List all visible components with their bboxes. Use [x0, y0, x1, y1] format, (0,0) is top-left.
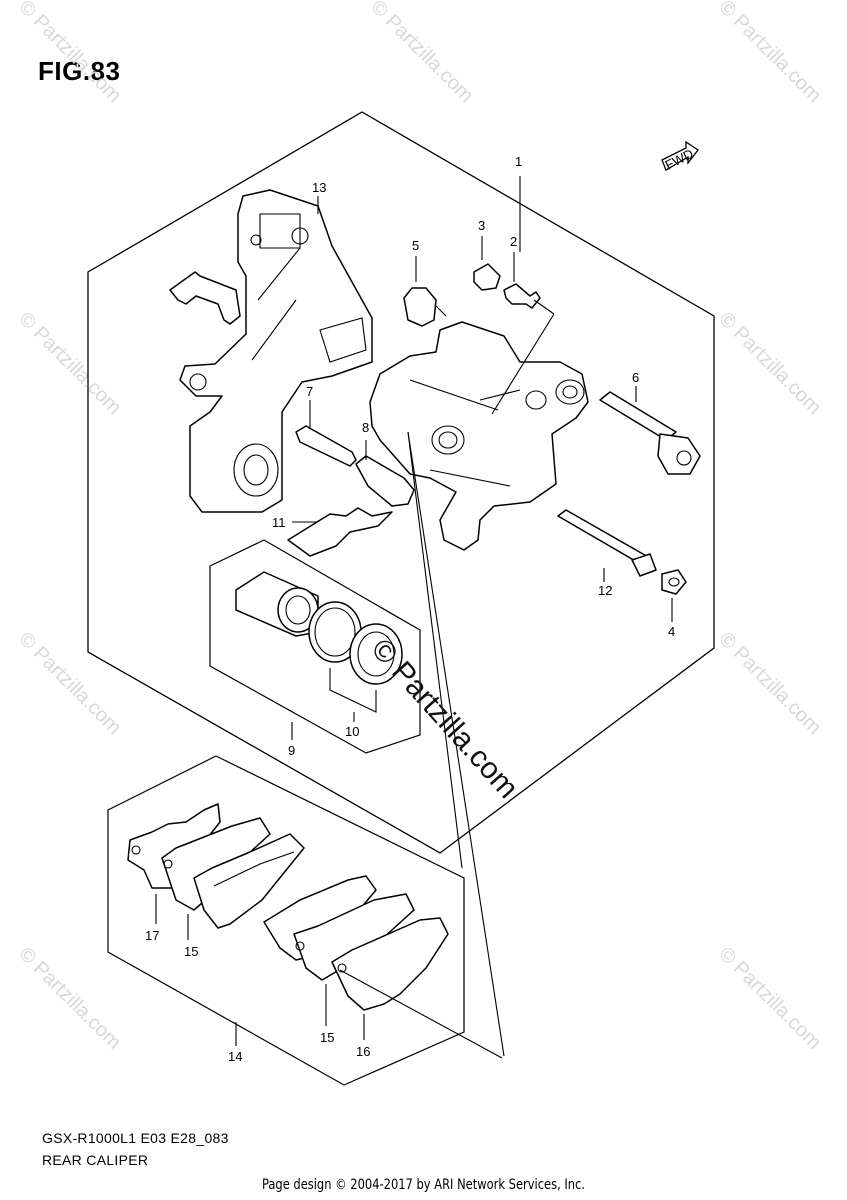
watermark-text: © Partzilla.com: [714, 308, 825, 419]
callout-15: 15: [320, 1030, 334, 1045]
page-footer: Page design © 2004-2017 by ARI Network S…: [261, 1177, 586, 1193]
pad-spring: [287, 507, 393, 557]
bleeder-valve: [503, 283, 541, 309]
callout-11: 11: [272, 515, 286, 530]
dust-seal: [349, 623, 403, 685]
callout-9: 9: [288, 743, 295, 758]
seal-bracket: [329, 668, 377, 713]
piston-seal: [308, 601, 362, 663]
callout-17: 17: [145, 928, 159, 943]
callout-10: 10: [345, 724, 359, 739]
piston: [235, 571, 319, 637]
diagram-caption: REAR CALIPER: [42, 1152, 149, 1168]
plug: [661, 569, 687, 595]
callout-16: 16: [356, 1044, 370, 1059]
watermark-text: © Partzilla.com: [14, 308, 125, 419]
callout-2: 2: [510, 234, 517, 249]
callout-7: 7: [306, 384, 313, 399]
center-watermark: © Partzilla.com: [365, 633, 525, 805]
callout-14: 14: [228, 1049, 242, 1064]
callout-5: 5: [412, 238, 419, 253]
caliper-body: [369, 321, 589, 551]
callout-1: 1: [515, 154, 522, 169]
brake-pad-outer: [293, 893, 415, 981]
pad-set-boundary: [107, 755, 465, 1086]
figure-title: FIG.83: [38, 56, 121, 86]
boot: [403, 287, 447, 327]
model-code: GSX-R1000L1 E03 E28_083: [42, 1130, 229, 1146]
callout-8: 8: [362, 420, 369, 435]
slide-pin-bolt: [295, 425, 357, 467]
forward-label: FWD: [663, 146, 696, 173]
piston-kit-boundary: [209, 539, 421, 754]
callout-12: 12: [598, 583, 612, 598]
watermark-text: © Partzilla.com: [14, 0, 125, 107]
watermark-text: © Partzilla.com: [714, 943, 825, 1054]
callout-6: 6: [632, 370, 639, 385]
callout-13: 13: [312, 180, 326, 195]
callout-labels: 1 2 3 4 5 6 7 8 9 10 11 12 13 14 15 15 1…: [145, 154, 675, 1064]
caliper-pin-bolt: [557, 509, 657, 577]
pointer-lines: [155, 176, 673, 1059]
caliper-pin: [599, 391, 701, 475]
watermark-text: © Partzilla.com: [714, 628, 825, 739]
callout-15: 15: [184, 944, 198, 959]
callout-4: 4: [668, 624, 675, 639]
watermark-text: © Partzilla.com: [366, 0, 477, 107]
brake-pad-outer-shim: [331, 917, 449, 1011]
watermark-text: © Partzilla.com: [14, 628, 125, 739]
pin-boot: [355, 455, 415, 507]
bleeder-cap: [473, 263, 501, 291]
callout-3: 3: [478, 218, 485, 233]
watermark-text: © Partzilla.com: [714, 0, 825, 107]
assembly-boundary: [87, 111, 715, 854]
caliper-bracket: [179, 189, 373, 513]
forward-arrow-icon: FWD: [661, 140, 699, 173]
watermark-text: © Partzilla.com: [14, 943, 125, 1054]
pad-retainer-clip: [169, 271, 241, 325]
brake-pad-inner-friction: [193, 833, 305, 929]
brake-pad-shim: [127, 803, 221, 889]
